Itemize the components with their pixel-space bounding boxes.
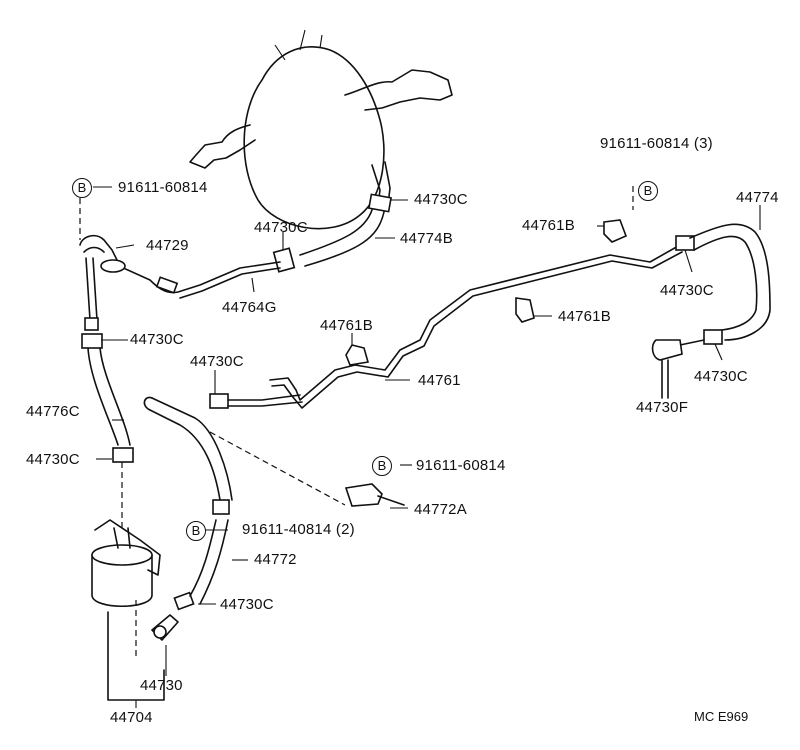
- part-label-44704: 44704: [110, 709, 153, 726]
- part-label-44730: 44730: [140, 677, 183, 694]
- part-label-44730c: 44730C: [254, 219, 308, 236]
- part-label-44730c: 44730C: [130, 331, 184, 348]
- part-label-44761b: 44761B: [522, 217, 575, 234]
- part-label-44730c: 44730C: [660, 282, 714, 299]
- canister-drawing: [91, 554, 153, 608]
- bolt-symbol-icon: B: [72, 178, 92, 198]
- part-label-44729: 44729: [146, 237, 189, 254]
- part-label-44772a: 44772A: [414, 501, 467, 518]
- bolt-symbol-icon: B: [186, 521, 206, 541]
- brake-booster-drawing: [243, 46, 385, 230]
- part-label-44774: 44774: [736, 189, 779, 206]
- bolt-symbol-icon: B: [372, 456, 392, 476]
- part-label-44776c: 44776C: [26, 403, 80, 420]
- part-label-44730c: 44730C: [694, 368, 748, 385]
- part-label-91611-60814: 91611-60814: [118, 179, 208, 196]
- part-label-44730c: 44730C: [220, 596, 274, 613]
- part-label-91611-60814: 91611-60814: [416, 457, 506, 474]
- part-label-44772: 44772: [254, 551, 297, 568]
- part-label-44761: 44761: [418, 372, 461, 389]
- part-label-44730c: 44730C: [26, 451, 80, 468]
- part-label-44774b: 44774B: [400, 230, 453, 247]
- diagram-code: MC E969: [694, 709, 749, 724]
- part-label-44730f: 44730F: [636, 399, 689, 416]
- part-label-44761b: 44761B: [558, 308, 611, 325]
- part-label-44730c: 44730C: [414, 191, 468, 208]
- part-label-91611-60814-qty3: 91611-60814 (3): [600, 135, 713, 152]
- part-label-44764g: 44764G: [222, 299, 277, 316]
- part-label-44730c: 44730C: [190, 353, 244, 370]
- bolt-symbol-icon: B: [638, 181, 658, 201]
- part-label-91611-40814-qty2: 91611-40814 (2): [242, 521, 355, 538]
- part-label-44761b: 44761B: [320, 317, 373, 334]
